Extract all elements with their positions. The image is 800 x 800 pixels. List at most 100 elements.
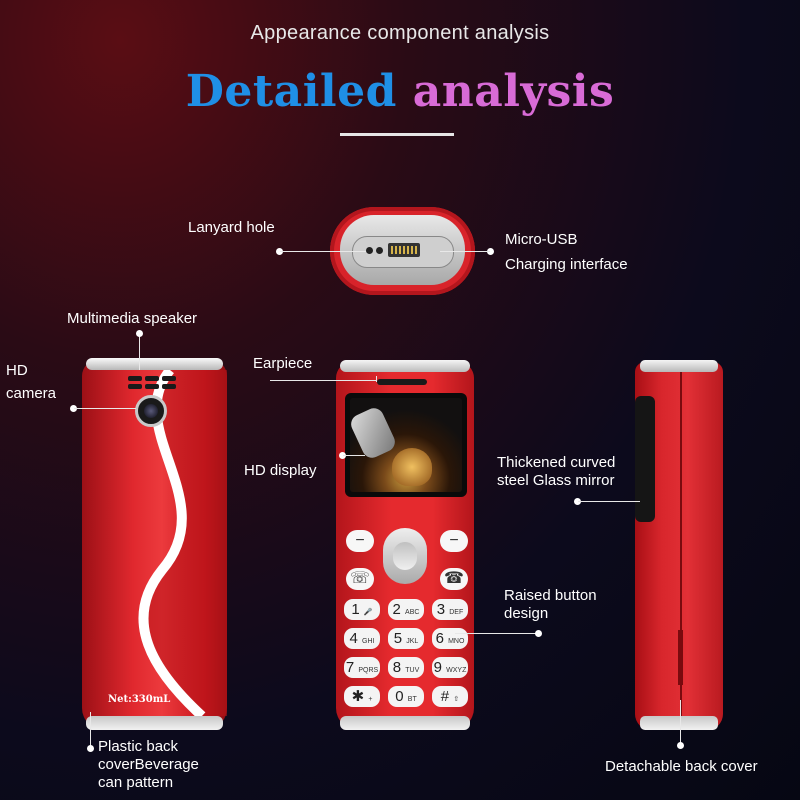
label-micro-usb: Micro-USB bbox=[505, 231, 578, 248]
label-hd: HD bbox=[6, 362, 28, 379]
key-letters: DEF bbox=[449, 609, 464, 616]
speaker-grille-icon bbox=[145, 384, 159, 389]
key-letters: ABC bbox=[405, 609, 420, 616]
key-letters: GHI bbox=[362, 638, 375, 645]
right-softkey-button[interactable]: − bbox=[440, 530, 468, 552]
key-letters: MNO bbox=[448, 638, 465, 645]
key-letters: + bbox=[368, 696, 373, 703]
key-digit: 8 bbox=[392, 659, 402, 676]
side-glass-mirror bbox=[635, 396, 655, 522]
callout-line bbox=[139, 332, 140, 370]
keypad-key[interactable]: 3 DEF bbox=[432, 599, 468, 620]
keypad-key[interactable]: 9 WXYZ bbox=[432, 657, 468, 678]
key-letters: ⇧ bbox=[453, 696, 460, 703]
speaker-grille-icon bbox=[162, 384, 176, 389]
callout-line bbox=[280, 251, 366, 252]
speaker-grille-icon bbox=[162, 376, 176, 381]
can-bottom-rim bbox=[86, 716, 223, 730]
key-letters: JKL bbox=[406, 638, 419, 645]
keypad-key[interactable]: 6 MNO bbox=[432, 628, 468, 649]
callout-dot bbox=[487, 248, 494, 255]
wallpaper-splash bbox=[392, 448, 432, 486]
usb-pins-icon bbox=[391, 246, 417, 254]
can-top-rim bbox=[86, 358, 223, 370]
callout-line bbox=[376, 376, 377, 382]
keypad-key[interactable]: 8 TUV bbox=[388, 657, 424, 678]
callout-line bbox=[578, 501, 640, 502]
label-raised-button: Raised button bbox=[504, 587, 597, 604]
keypad-key[interactable]: 7 PQRS bbox=[344, 657, 380, 678]
label-thickened-curved: Thickened curved bbox=[497, 454, 616, 471]
callout-dot bbox=[136, 330, 143, 337]
dpad-center-button[interactable] bbox=[393, 542, 417, 570]
callout-line bbox=[90, 712, 91, 750]
side-back-cover-slot bbox=[678, 630, 683, 685]
phone-bottom-rim bbox=[340, 716, 470, 730]
keypad-key[interactable]: # ⇧ bbox=[432, 686, 468, 707]
label-plastic-back: Plastic back bbox=[98, 738, 179, 755]
title-word-detailed: Detailed bbox=[185, 66, 397, 117]
callout-line bbox=[74, 408, 136, 409]
callout-line bbox=[680, 700, 681, 746]
label-cover-beverage: coverBeverage bbox=[98, 756, 199, 773]
subtitle: Appearance component analysis bbox=[250, 22, 550, 44]
earpiece-icon bbox=[377, 379, 427, 385]
callout-dot bbox=[339, 452, 346, 459]
end-call-button[interactable]: ☎ bbox=[440, 568, 468, 590]
title-word-analysis: analysis bbox=[412, 66, 615, 117]
callout-line bbox=[343, 455, 365, 456]
call-button[interactable]: ☏ bbox=[346, 568, 374, 590]
label-detachable-back: Detachable back cover bbox=[605, 758, 758, 775]
camera-lens-icon bbox=[144, 404, 158, 418]
lanyard-hole-icon bbox=[376, 247, 383, 254]
keypad-key[interactable]: 4 GHI bbox=[344, 628, 380, 649]
label-hd-display: HD display bbox=[244, 462, 317, 479]
title-underline bbox=[340, 133, 454, 136]
speaker-grille-icon bbox=[128, 384, 142, 389]
label-earpiece: Earpiece bbox=[253, 355, 313, 372]
label-charging-interface: Charging interface bbox=[505, 256, 628, 273]
key-digit: 7 bbox=[345, 659, 355, 676]
key-letters: TUV bbox=[405, 667, 420, 674]
key-letters: BT bbox=[407, 696, 417, 703]
key-digit: 4 bbox=[349, 630, 358, 647]
label-can-pattern: can pattern bbox=[98, 774, 174, 791]
callout-dot bbox=[677, 742, 684, 749]
side-seam bbox=[680, 372, 682, 716]
key-digit: 3 bbox=[436, 601, 446, 618]
key-digit: ✱ bbox=[351, 688, 365, 705]
can-volume-text: Net:330mL bbox=[108, 694, 171, 705]
callout-line bbox=[270, 380, 376, 381]
key-digit: 9 bbox=[433, 659, 442, 676]
speaker-grille-icon bbox=[145, 376, 159, 381]
label-camera: camera bbox=[6, 385, 57, 402]
side-top-rim bbox=[640, 360, 718, 372]
key-digit: # bbox=[440, 688, 450, 705]
callout-dot bbox=[574, 498, 581, 505]
callout-dot bbox=[87, 745, 94, 752]
key-digit: 6 bbox=[435, 630, 444, 647]
key-letters: 🎤 bbox=[363, 609, 373, 616]
keypad-key[interactable]: 1 🎤 bbox=[344, 599, 380, 620]
callout-dot bbox=[535, 630, 542, 637]
speaker-grille-icon bbox=[128, 376, 142, 381]
key-digit: 5 bbox=[393, 630, 403, 647]
label-lanyard-hole: Lanyard hole bbox=[188, 219, 275, 236]
label-multimedia-speaker: Multimedia speaker bbox=[67, 310, 198, 327]
key-letters: PQRS bbox=[358, 667, 379, 674]
key-letters: WXYZ bbox=[446, 667, 467, 674]
keypad-key[interactable]: 0 BT bbox=[388, 686, 424, 707]
lanyard-hole-icon bbox=[366, 247, 373, 254]
key-digit: 0 bbox=[395, 688, 404, 705]
side-bottom-rim bbox=[640, 716, 718, 730]
page-title: Detailed analysis bbox=[0, 66, 800, 117]
key-digit: 1 bbox=[351, 601, 360, 618]
keypad-key[interactable]: ✱ + bbox=[344, 686, 380, 707]
label-design: design bbox=[504, 605, 549, 622]
left-softkey-button[interactable]: − bbox=[346, 530, 374, 552]
key-digit: 2 bbox=[392, 601, 401, 618]
phone-top-rim bbox=[340, 360, 470, 372]
keypad-key[interactable]: 2 ABC bbox=[388, 599, 424, 620]
keypad-key[interactable]: 5 JKL bbox=[388, 628, 424, 649]
callout-dot bbox=[70, 405, 77, 412]
